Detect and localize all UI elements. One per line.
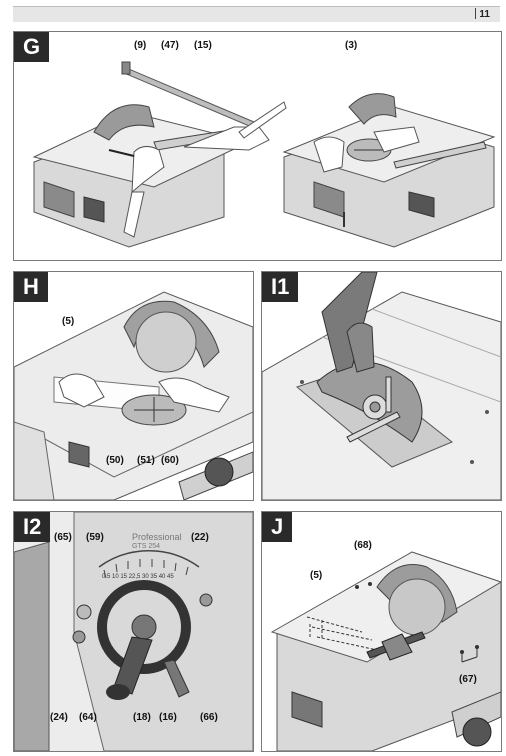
callout-68: (68) — [354, 540, 372, 551]
page-header-bar: 11 — [13, 6, 500, 22]
figure-h-tag: H — [14, 272, 48, 302]
angle-scale-text: 0 5 10 15 22,5 30 35 40 45 — [102, 574, 174, 580]
callout-60: (60) — [161, 455, 179, 466]
page-number: 11 — [475, 8, 490, 20]
callout-22: (22) — [191, 532, 209, 543]
figure-j-illustration — [270, 551, 501, 751]
callout-15: (15) — [194, 40, 212, 51]
callout-24: (24) — [50, 712, 68, 723]
figure-i1-illustration — [262, 272, 501, 500]
figure-i2-illustration — [14, 512, 253, 751]
figure-i1: I1 — [261, 271, 502, 501]
callout-16: (16) — [159, 712, 177, 723]
callout-47: (47) — [161, 40, 179, 51]
figure-i2-tag: I2 — [14, 512, 51, 542]
figure-g-tag: G — [14, 32, 50, 62]
callout-65: (65) — [54, 532, 72, 543]
model-text: GTS 254 — [132, 543, 161, 550]
callout-5: (5) — [62, 316, 75, 327]
callout-50: (50) — [106, 455, 124, 466]
callout-64: (64) — [79, 712, 97, 723]
figure-g-illustration — [32, 61, 496, 248]
callout-59: (59) — [86, 532, 104, 543]
brand-text: Professional — [132, 532, 182, 542]
callout-51: (51) — [137, 455, 155, 466]
callout-18: (18) — [133, 712, 151, 723]
figure-h-illustration — [14, 291, 253, 500]
callout-9: (9) — [134, 40, 147, 51]
figure-i1-tag: I1 — [262, 272, 299, 302]
callout-3: (3) — [345, 40, 358, 51]
figure-g: G (9) (47) (15) (3) — [13, 31, 502, 261]
figure-j: J (68) (5) (67) — [261, 511, 502, 752]
callout-66: (66) — [200, 712, 218, 723]
figure-h: H (5) (50) (51) (60) — [13, 271, 254, 501]
figure-j-tag: J — [262, 512, 293, 542]
callout-5-j: (5) — [310, 570, 323, 581]
callout-67: (67) — [459, 674, 477, 685]
figure-i2: I2 Professional GTS 254 0 5 10 15 22,5 3… — [13, 511, 254, 752]
